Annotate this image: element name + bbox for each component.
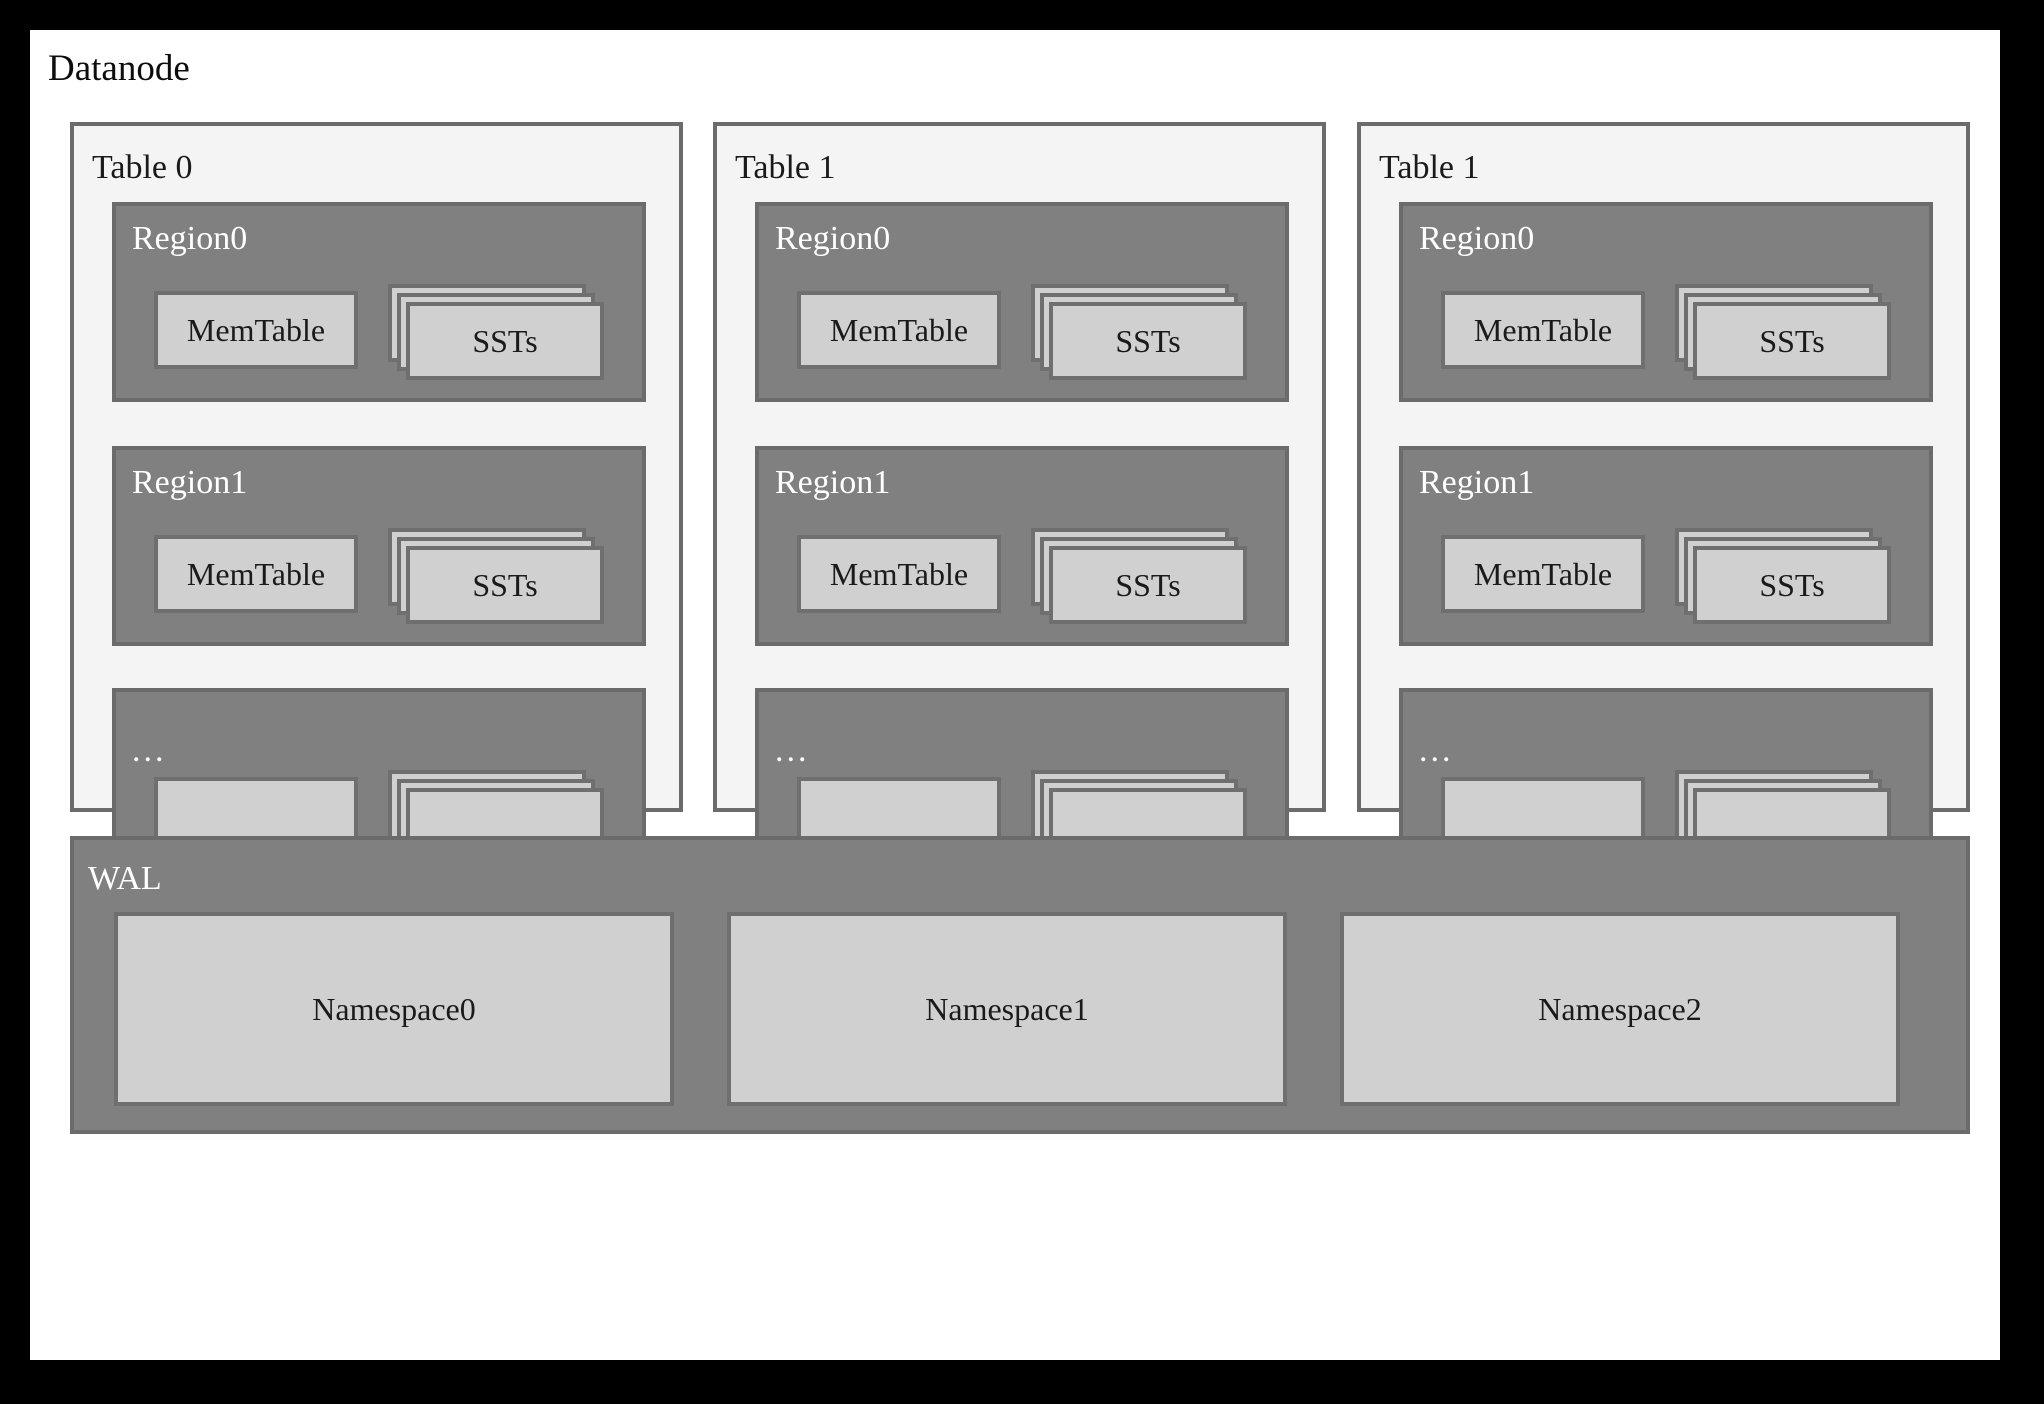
- memtable-box[interactable]: MemTable: [797, 291, 1001, 369]
- sst-sheet-front[interactable]: SSTs: [1049, 546, 1247, 624]
- diagram-canvas: Datanode Table 0 Region0 MemTable SSTs R…: [30, 30, 2000, 1360]
- table-panel[interactable]: Table 1 Region0 MemTable SSTs Region1 Me…: [1357, 122, 1970, 888]
- ellipsis-label: ...: [132, 732, 167, 769]
- region-box[interactable]: Region1 MemTable SSTs: [1399, 446, 1933, 646]
- region-box[interactable]: Region0 MemTable SSTs: [1399, 202, 1933, 402]
- sst-sheet-front[interactable]: SSTs: [1049, 302, 1247, 380]
- namespace-box[interactable]: Namespace2: [1340, 912, 1900, 1106]
- namespace-box[interactable]: Namespace0: [114, 912, 674, 1106]
- sst-stack-placeholder[interactable]: [388, 770, 604, 866]
- sst-stack[interactable]: SSTs: [1675, 284, 1891, 380]
- ellipsis-label: ...: [1419, 732, 1454, 769]
- memtable-box[interactable]: MemTable: [1441, 291, 1645, 369]
- sst-stack[interactable]: SSTs: [1031, 284, 1247, 380]
- memtable-box[interactable]: MemTable: [797, 535, 1001, 613]
- region-box[interactable]: Region1 MemTable SSTs: [112, 446, 646, 646]
- memtable-box[interactable]: MemTable: [154, 535, 358, 613]
- sst-sheet-front[interactable]: SSTs: [1693, 546, 1891, 624]
- memtable-box[interactable]: MemTable: [154, 291, 358, 369]
- region-box[interactable]: Region0 MemTable SSTs: [112, 202, 646, 402]
- region-label: Region0: [1419, 220, 1535, 257]
- region-box[interactable]: Region1 MemTable SSTs: [755, 446, 1289, 646]
- namespace-box[interactable]: Namespace1: [727, 912, 1287, 1106]
- table-label: Table 1: [1379, 149, 1480, 186]
- datanode-title: Datanode: [48, 48, 190, 89]
- sst-stack[interactable]: SSTs: [1031, 528, 1247, 624]
- memtable-box[interactable]: MemTable: [1441, 535, 1645, 613]
- region-label: Region0: [775, 220, 891, 257]
- wal-band[interactable]: WAL Namespace0 Namespace1 Namespace2: [70, 836, 1970, 1134]
- table-label: Table 1: [735, 149, 836, 186]
- region-box[interactable]: Region0 MemTable SSTs: [755, 202, 1289, 402]
- tables-row: Table 0 Region0 MemTable SSTs Region1 Me…: [70, 122, 1970, 888]
- region-label: Region1: [1419, 464, 1535, 501]
- ellipsis-label: ...: [775, 732, 810, 769]
- sst-stack[interactable]: SSTs: [1675, 528, 1891, 624]
- table-label: Table 0: [92, 149, 193, 186]
- region-label: Region1: [132, 464, 248, 501]
- table-panel[interactable]: Table 0 Region0 MemTable SSTs Region1 Me…: [70, 122, 683, 888]
- region-label: Region0: [132, 220, 248, 257]
- sst-sheet-front[interactable]: SSTs: [406, 302, 604, 380]
- wal-label: WAL: [88, 860, 162, 897]
- table-panel[interactable]: Table 1 Region0 MemTable SSTs Region1 Me…: [713, 122, 1326, 888]
- sst-sheet-front[interactable]: SSTs: [406, 546, 604, 624]
- sst-stack[interactable]: SSTs: [388, 528, 604, 624]
- sst-sheet-front[interactable]: SSTs: [1693, 302, 1891, 380]
- sst-stack[interactable]: SSTs: [388, 284, 604, 380]
- region-label: Region1: [775, 464, 891, 501]
